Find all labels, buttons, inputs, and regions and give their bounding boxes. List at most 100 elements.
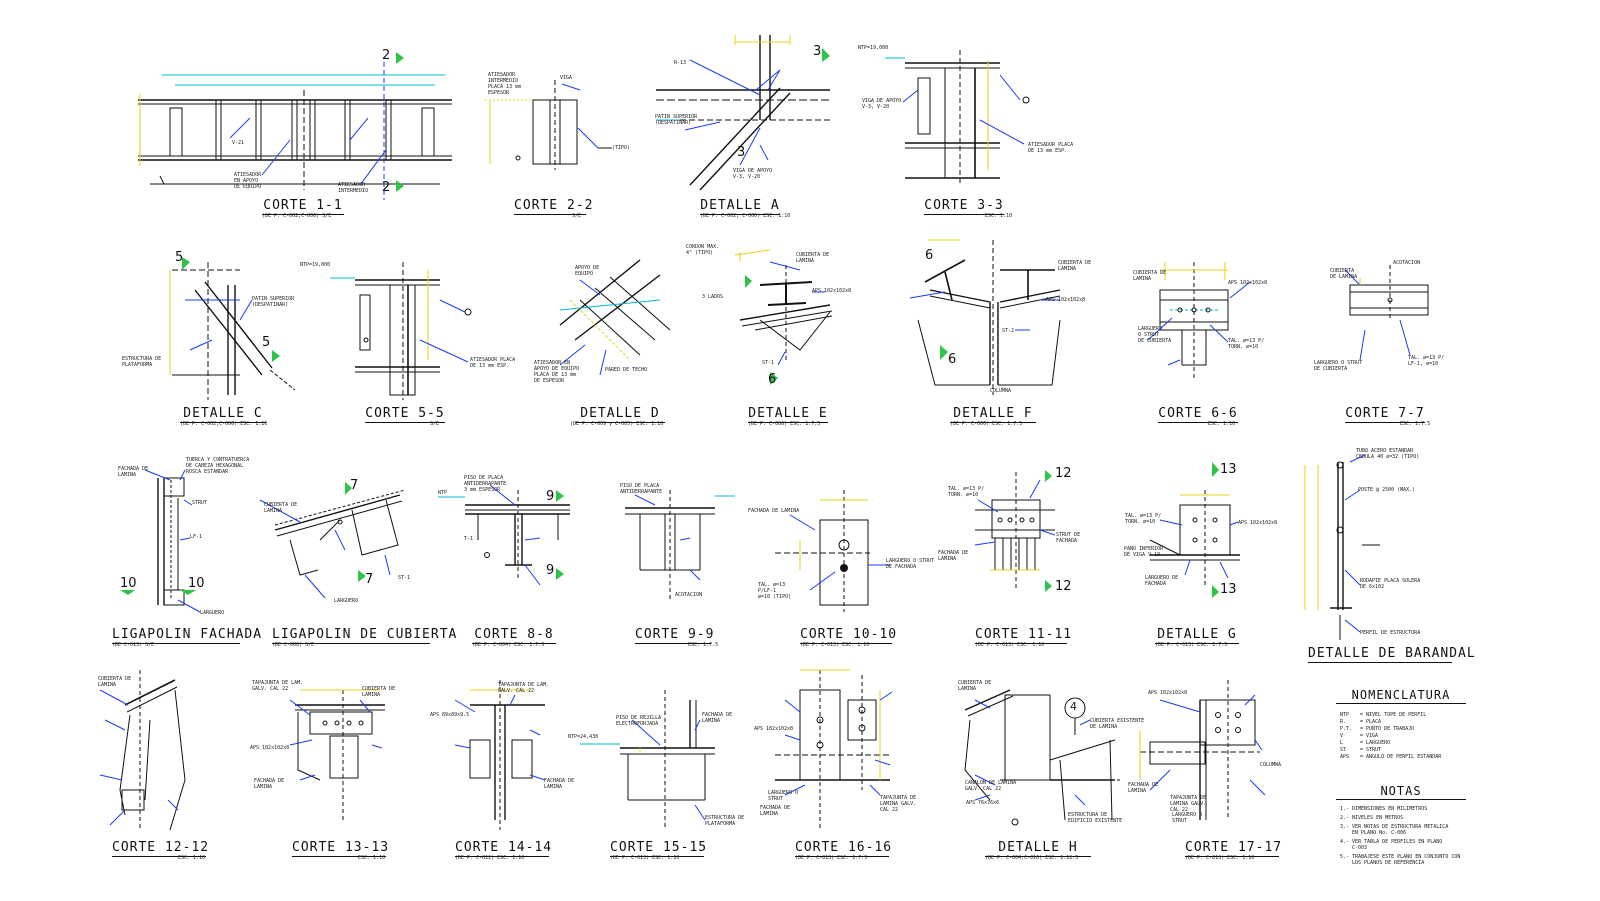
section-mark: 9 [546, 489, 555, 504]
title-ligapolin-fachada: LIGAPOLIN FACHADA [112, 627, 263, 644]
drawing-corte-14-14 [454, 680, 546, 830]
annotation: PISO DE REJILLA ELECTROFORJADA [616, 715, 662, 727]
annotation: PARED DE TECHO [605, 367, 648, 373]
annotation: APS 89x89x9.5 [430, 712, 470, 718]
drawing-detalle-d [559, 259, 671, 376]
annotation: APS 102x102x8 [250, 745, 290, 751]
title-corte-10-10: CORTE 10-10 [800, 627, 898, 644]
drawing-corte-13-13 [289, 689, 385, 820]
title-detalle-a: DETALLE A [700, 198, 780, 215]
annotation: CUBIERTA DE LAMINA [362, 686, 396, 698]
annotation: ATIESADOR EN APOYO DE EQUIPO PLACA DE 13… [534, 360, 580, 384]
annotation: PATIN SUPERIOR (DESPATINAR) [655, 114, 698, 126]
drawing-detalle-e [734, 249, 833, 366]
title-corte-17-17: CORTE 17-17 [1185, 840, 1283, 857]
subtitle-corte-1-1: (DE P. C-002,C-006) S/E [262, 213, 332, 219]
annotation: CUBIERTA DE LAMINA [958, 680, 992, 692]
annotation: ESTRUCTURA DE EDIFICIO EXISTENTE [1068, 812, 1123, 824]
annotation: FACHADA DE LAMINA [118, 466, 149, 478]
annotation: LARGUERO O STRUT DE CUBIERTA [1138, 326, 1172, 344]
subtitle-corte-15-15: (DE P. C-013) ESC. 1:10 [610, 855, 680, 861]
annotation: CUBIERTA DE LAMINA [796, 252, 830, 264]
annotation: TUERCA Y CONTRATUERCA DE CABEZA HEXAGONA… [186, 457, 250, 475]
section-mark: 2 [382, 48, 391, 63]
subtitle-corte-11-11: (DE P. C-013) ESC. 1:10 [975, 642, 1045, 648]
annotation: COLUMNA [990, 388, 1012, 394]
title-detalle-f: DETALLE F [950, 406, 1036, 423]
section-mark: 10 [120, 576, 137, 591]
drawing-ligapolin-cubierta [259, 489, 406, 599]
drawing-corte-11-11 [974, 472, 1056, 590]
drawing-detalle-c [169, 262, 296, 400]
title-ligapolin-cubierta: LIGAPOLIN DE CUBIERTA [272, 627, 458, 644]
annotation: ATIESADOR PLACA DE 13 mm ESP. [1028, 142, 1074, 154]
annotation: VIGA DE APOYO V-3, V-20 [862, 98, 902, 110]
annotation: STRUT [192, 500, 208, 506]
title-corte-13-13: CORTE 13-13 [292, 840, 390, 857]
title-detalle-e: DETALLE E [748, 406, 828, 423]
drawing-corte-6-6 [1147, 262, 1251, 380]
annotation: TAPAJUNTA DE LAMINA GALV. CAL 22 [880, 795, 917, 813]
annotation: 3 LADOS [702, 294, 724, 300]
subtitle-ligapolin-cubierta: (DE C-006) S/E [272, 642, 315, 648]
annotation: FACHADA DE LAMINA [1128, 782, 1159, 794]
annotation: TAPAJUNTA DE LAM. GALV. CAL 22 [498, 682, 550, 694]
annotation: LARGUERO O STRUT DE FACHADA [886, 558, 935, 570]
annotation: ESTRUCTURA DE PLATAFORMA [705, 815, 745, 827]
section-mark: 6 [925, 248, 934, 263]
section-mark: 13 [1220, 582, 1237, 597]
annotation: FACHADA DE LAMINA [938, 550, 969, 562]
annotation: CORDON MAX. 4" (TIPO) [686, 244, 720, 256]
notas-block: NOTAS 1.-DIMENSIONES EN MILIMETROS 2.-NI… [1336, 784, 1466, 869]
title-corte-16-16: CORTE 16-16 [795, 840, 893, 857]
annotation: LARGUERO O STRUT [1172, 812, 1203, 824]
annotation: R-13 [674, 60, 687, 66]
title-detalle-h: DETALLE H [985, 840, 1091, 857]
drawing-detalle-f [909, 239, 1061, 395]
annotation: TAPAJUNTA DE LAMINA GALV. CAL 22 [1170, 795, 1207, 813]
drawing-corte-10-10 [775, 490, 890, 612]
drawing-ligapolin-fachada [144, 469, 201, 613]
annotation: ATIESADOR PLACA DE 13 mm ESP. [470, 357, 516, 369]
section-mark: 3 [737, 145, 746, 160]
annotation: PAÑO INFERIOR DE VIGA V-19 [1124, 546, 1164, 558]
annotation: APS 102x102x8 [1228, 280, 1268, 286]
annotation: PERFIL DE ESTRUCTURA [1360, 630, 1421, 636]
annotation: TAL. ø=13 P/ TORN. ø=10 [1125, 513, 1162, 525]
drawing-corte-16-16 [775, 669, 893, 830]
note-row: 2.-NIVELES EN METROS [1340, 815, 1404, 821]
annotation: FACHADA DE LAMINA [702, 712, 733, 724]
drawing-detalle-barandal [1304, 454, 1380, 640]
annotation: ESTRUCTURA DE PLATAFORMA [122, 356, 162, 368]
annotation: ACOTACION [675, 592, 703, 598]
annotation: CUBIERTA DE LAMINA [1133, 270, 1167, 282]
annotation: PATIN SUPERIOR (DESPATINAR) [252, 296, 295, 308]
subtitle-corte-17-17: (DE P. C-013) ESC. 1:10 [1185, 855, 1255, 861]
drawing-corte-1-1 [138, 62, 452, 200]
annotation: LARGUERO O STRUT DE CUBIERTA [1314, 360, 1363, 372]
drawing-detalle-g [1149, 490, 1240, 585]
legend-row: L= LARGUERO [1340, 740, 1391, 746]
annotation: TAL. ø=13 P/LF-1 ø=10 (TIPO) [758, 582, 792, 600]
annotation: CUBIERTA DE LAMINA [98, 676, 132, 688]
annotation: APS 102x102x8 [754, 726, 794, 732]
annotation: RODAPIE PLACA SOLERA DE 6x102 [1360, 578, 1421, 590]
annotation: ST-1 [398, 575, 411, 581]
subtitle-corte-14-14: (DE P. C-012) ESC. 1:10 [455, 855, 525, 861]
annotation: FACHADA DE LAMINA [748, 508, 800, 514]
title-corte-7-7: CORTE 7-7 [1345, 406, 1425, 423]
subtitle-corte-7-7: ESC. 1:7.5 [1400, 421, 1431, 427]
legend-row: NTP= NIVEL TOPE DE PERFIL [1340, 712, 1427, 718]
annotation: LARGUERO [200, 610, 225, 616]
subtitle-corte-16-16: (DE P. C-013) ESC. 1:7.5 [795, 855, 868, 861]
note-row: 1.-DIMENSIONES EN MILIMETROS [1340, 806, 1428, 812]
section-mark: 12 [1055, 579, 1072, 594]
annotation: VIGA DE APOYO V-3, V-20 [733, 168, 773, 180]
annotation: APS 102x102x8 [1046, 297, 1086, 303]
subtitle-corte-13-13: ESC. 1:10 [358, 855, 386, 861]
legend-row: ST= STRUT [1340, 747, 1382, 753]
drawing-corte-17-17 [1139, 680, 1266, 820]
drawing-corte-5-5 [330, 262, 472, 400]
subtitle-corte-3-3: ESC. 1:10 [985, 213, 1013, 219]
